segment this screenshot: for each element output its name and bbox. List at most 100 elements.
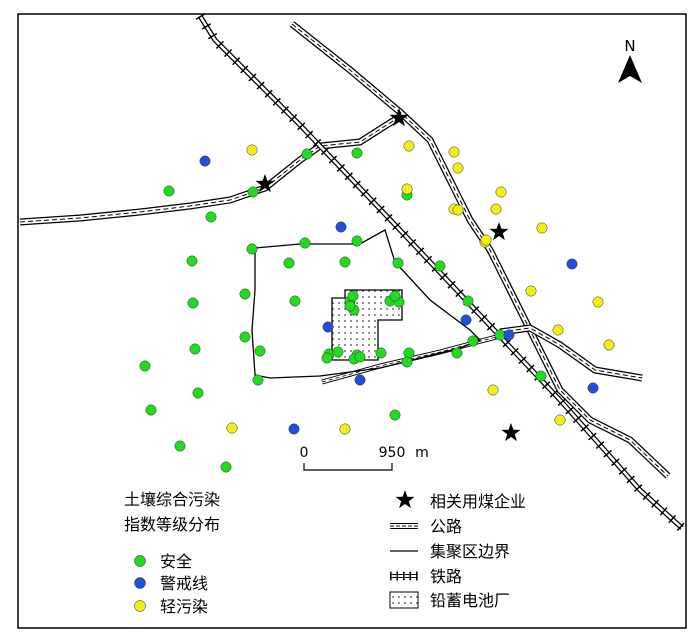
sample-point-safe [321, 352, 333, 364]
sample-point-safe [145, 404, 157, 416]
scale-unit-label: m [415, 445, 429, 461]
sample-point-light-pollution [403, 140, 415, 152]
sample-point-safe [535, 370, 547, 382]
legend-light-pollution-swatch [134, 600, 146, 612]
scale-end-label: 950 [379, 445, 406, 461]
sample-point-safe [354, 351, 366, 363]
sample-point-safe [434, 260, 446, 272]
sample-point-safe [205, 211, 217, 223]
coal-enterprise-star [255, 174, 275, 193]
coal-enterprise-star [389, 108, 409, 127]
legend-warning-label: 警戒线 [160, 574, 208, 593]
railway [195, 13, 686, 532]
sample-point-light-pollution [536, 222, 548, 234]
north-label: N [624, 37, 635, 55]
legend-coal-enterprise-label: 相关用煤企业 [430, 492, 526, 511]
sample-point-safe [247, 186, 259, 198]
sample-point-safe [375, 347, 387, 359]
sample-point-safe [192, 387, 204, 399]
sample-point-safe [239, 288, 251, 300]
sample-point-warning [587, 382, 599, 394]
north-arrow: N [618, 37, 642, 83]
sample-point-safe [389, 290, 401, 302]
sample-point-warning [460, 314, 472, 326]
sample-point-safe [220, 461, 232, 473]
sample-point-safe [301, 148, 313, 160]
sample-point-safe [403, 347, 415, 359]
legend-safe-label: 安全 [160, 552, 192, 571]
sample-point-layer [139, 140, 615, 473]
sample-point-light-pollution [339, 423, 351, 435]
sample-point-light-pollution [480, 234, 492, 246]
sample-point-light-pollution [525, 285, 537, 297]
cluster-boundary [251, 229, 482, 379]
sample-point-safe [186, 255, 198, 267]
sample-point-light-pollution [490, 203, 502, 215]
sample-point-safe [252, 374, 264, 386]
legend-safe-swatch [134, 555, 146, 567]
sample-point-safe [467, 335, 479, 347]
road-east-branch [499, 324, 643, 382]
legend-battery-plant-label: 铅蓄电池厂 [430, 591, 510, 610]
coal-enterprise-star [501, 423, 521, 442]
sample-point-safe [187, 297, 199, 309]
sample-point-safe [189, 343, 201, 355]
sample-point-safe [389, 409, 401, 421]
scale-bar: 0 950 m [300, 445, 429, 471]
sample-point-safe [392, 257, 404, 269]
sample-point-warning [354, 374, 366, 386]
sample-point-light-pollution [226, 422, 238, 434]
legend-features: 相关用煤企业 公路 集聚区边界 铁路 铅蓄电池厂 [389, 490, 526, 610]
sample-point-light-pollution [401, 183, 413, 195]
sample-point-light-pollution [603, 339, 615, 351]
sample-point-warning [503, 329, 515, 341]
coal-enterprise-layer [255, 108, 521, 442]
sample-point-safe [401, 356, 413, 368]
legend-title-line2: 指数等级分布 [124, 515, 220, 534]
legend-star-icon [395, 490, 415, 509]
sample-point-light-pollution [448, 146, 460, 158]
sample-point-safe [283, 257, 295, 269]
sample-point-safe [139, 360, 151, 372]
sample-point-light-pollution [452, 204, 464, 216]
sample-point-safe [254, 345, 266, 357]
sample-point-light-pollution [495, 186, 507, 198]
legend-boundary-label: 集聚区边界 [430, 542, 510, 561]
sample-point-safe [344, 300, 356, 312]
sample-point-safe [299, 237, 311, 249]
sample-point-warning [199, 155, 211, 167]
sample-point-safe [347, 290, 359, 302]
sample-point-light-pollution [452, 162, 464, 174]
sample-point-safe [332, 346, 344, 358]
sample-point-light-pollution [554, 414, 566, 426]
sample-point-warning [566, 258, 578, 270]
sample-point-light-pollution [246, 144, 258, 156]
sample-point-warning [288, 423, 300, 435]
coal-enterprise-star [489, 222, 509, 241]
sample-point-safe [289, 295, 301, 307]
legend-title-line1: 土壤综合污染 [124, 490, 220, 509]
legend-light-pollution-label: 轻污染 [160, 597, 208, 616]
sample-point-safe [451, 347, 463, 359]
north-arrow-icon [618, 55, 642, 83]
sample-point-safe [174, 440, 186, 452]
legend-road-label: 公路 [430, 517, 462, 536]
sample-point-safe [351, 235, 363, 247]
sample-point-safe [462, 295, 474, 307]
sample-point-safe [239, 331, 251, 343]
sample-point-warning [322, 321, 334, 333]
scale-start-label: 0 [300, 445, 309, 461]
legend-railway-label: 铁路 [430, 567, 462, 586]
legend-battery-plant-swatch [389, 591, 419, 609]
sample-point-light-pollution [592, 296, 604, 308]
sample-point-safe [246, 243, 258, 255]
legend-star-swatch [395, 490, 415, 509]
sample-point-light-pollution [552, 324, 564, 336]
legend-warning-swatch [134, 577, 146, 589]
sample-point-light-pollution [487, 384, 499, 396]
sample-point-warning [335, 221, 347, 233]
sample-point-safe [351, 147, 363, 159]
sample-point-safe [163, 185, 175, 197]
legend-soil-pollution: 土壤综合污染 指数等级分布 安全 警戒线 轻污染 [124, 490, 220, 616]
